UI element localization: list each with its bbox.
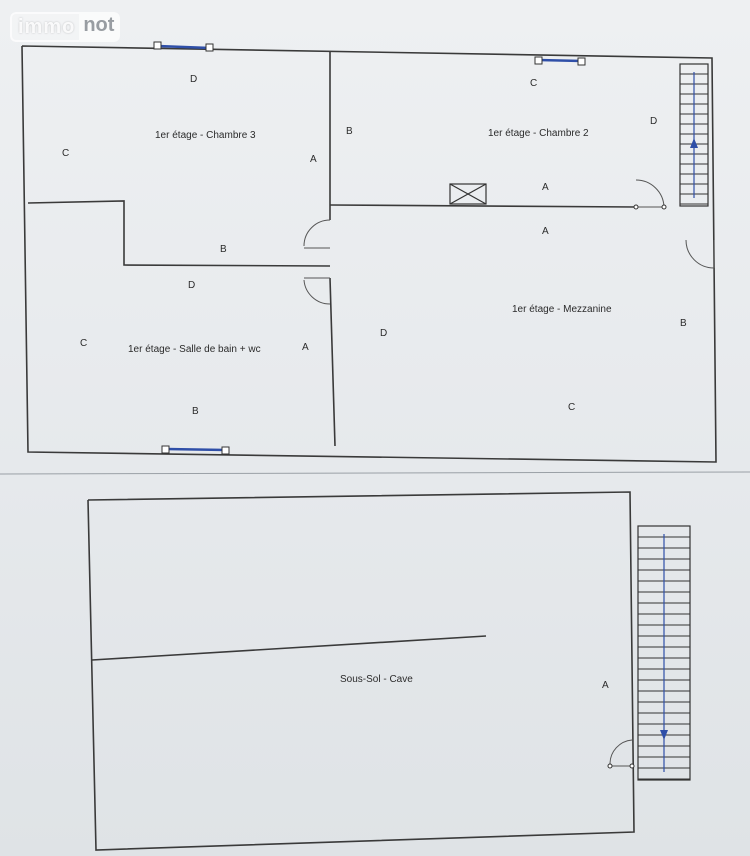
window-sdb	[161, 445, 230, 455]
door-mezzanine-right	[685, 239, 715, 269]
lower-floor-plan: Sous-Sol - Cave A	[87, 491, 691, 851]
door-cave	[609, 739, 633, 767]
side-label: B	[192, 406, 199, 417]
side-label: C	[530, 78, 537, 89]
window-chambre2	[534, 56, 586, 66]
upper-floor-plan: 1er étage - Chambre 3 1er étage - Chambr…	[21, 41, 717, 463]
void-box	[449, 183, 487, 205]
side-label: D	[650, 116, 657, 127]
upper-outer-wall	[21, 45, 717, 463]
side-label: B	[220, 244, 227, 255]
window-chambre3	[153, 41, 214, 52]
watermark-logo: immo not	[10, 12, 121, 42]
wall-chambre2-bottom	[329, 204, 637, 208]
side-label: A	[602, 680, 609, 691]
side-label: C	[568, 402, 575, 413]
wall-cave-top	[91, 635, 487, 661]
wall-chambre3-bottom	[27, 200, 331, 267]
watermark-part2: not	[79, 12, 121, 42]
side-label: A	[302, 342, 309, 353]
room-label-sdb: 1er étage - Salle de bain + wc	[128, 344, 261, 355]
side-label: D	[188, 280, 195, 291]
side-label: A	[542, 226, 549, 237]
side-label: D	[380, 328, 387, 339]
side-label: C	[80, 338, 87, 349]
room-label-chambre3: 1er étage - Chambre 3	[155, 130, 256, 141]
door-chambre2	[635, 179, 665, 208]
sheet-separator	[0, 471, 750, 475]
lower-staircase	[637, 525, 691, 781]
watermark-part1: immo	[10, 12, 80, 42]
side-label: A	[542, 182, 549, 193]
room-label-mezzanine: 1er étage - Mezzanine	[512, 304, 612, 315]
door-chambre3	[303, 219, 331, 249]
side-label: B	[346, 126, 353, 137]
lower-outer-wall	[87, 491, 635, 851]
room-label-chambre2: 1er étage - Chambre 2	[488, 128, 589, 139]
door-sdb	[303, 277, 331, 305]
side-label: D	[190, 74, 197, 85]
side-label: B	[680, 318, 687, 329]
room-label-cave: Sous-Sol - Cave	[340, 674, 413, 685]
side-label: C	[62, 148, 69, 159]
side-label: A	[310, 154, 317, 165]
wall-sdb-mezzanine	[329, 277, 336, 447]
upper-staircase	[679, 63, 709, 207]
